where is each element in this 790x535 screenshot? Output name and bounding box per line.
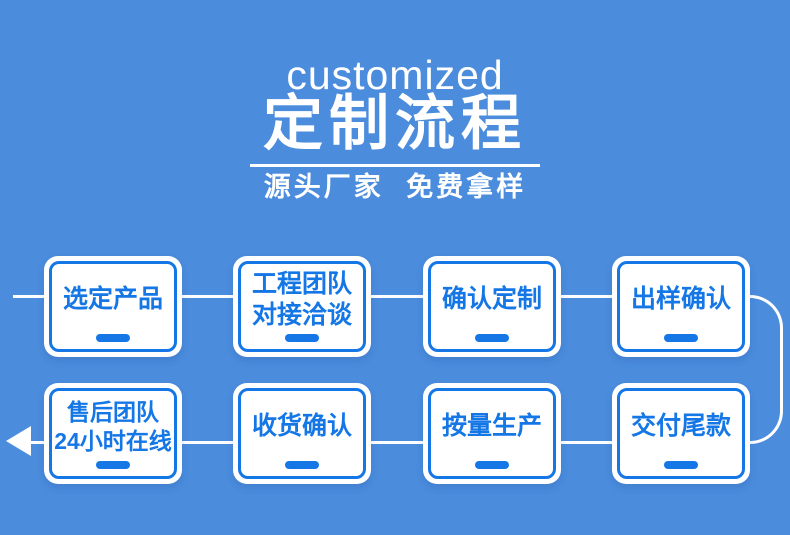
step-frame: 交付尾款: [617, 388, 745, 479]
step-box-production-by-quantity: 按量生产: [423, 383, 561, 484]
dash-icon: [664, 334, 698, 342]
step-box-final-payment: 交付尾款: [612, 383, 750, 484]
connector-curve: [750, 295, 783, 444]
connector-line-end: [30, 441, 44, 444]
step-label: 选定产品: [62, 285, 163, 314]
step-box-after-sales-team: 售后团队 24小时在线: [44, 383, 182, 484]
step-frame: 选定产品: [49, 261, 177, 352]
step-box-sample-confirmation: 出样确认: [612, 256, 750, 357]
step-label: 按量生产: [441, 412, 542, 441]
title-divider: [250, 164, 540, 167]
subtitle: 源头厂家 免费拿样: [263, 172, 527, 202]
connector-line: [561, 295, 612, 298]
step-box-receipt-confirmation: 收货确认: [233, 383, 371, 484]
step-frame: 收货确认: [238, 388, 366, 479]
dash-icon: [285, 461, 319, 469]
dash-icon: [285, 334, 319, 342]
step-box-confirm-customization: 确认定制: [423, 256, 561, 357]
connector-line: [182, 441, 233, 444]
connector-line: [561, 441, 612, 444]
step-label: 出样确认: [630, 285, 731, 314]
step-label: 售后团队 24小时在线: [54, 399, 172, 454]
step-label: 确认定制: [441, 285, 542, 314]
dash-icon: [475, 461, 509, 469]
step-frame: 按量生产: [428, 388, 556, 479]
step-frame: 工程团队 对接洽谈: [238, 261, 366, 352]
title-english: customized: [286, 52, 504, 98]
connector-line-start: [13, 295, 44, 298]
dash-icon: [664, 461, 698, 469]
dash-icon: [96, 334, 130, 342]
step-frame: 确认定制: [428, 261, 556, 352]
connector-line: [371, 441, 423, 444]
arrow-left-icon: [6, 426, 31, 456]
step-box-select-product: 选定产品: [44, 256, 182, 357]
step-frame: 出样确认: [617, 261, 745, 352]
step-label: 收货确认: [251, 412, 352, 441]
connector-line: [371, 295, 423, 298]
dash-icon: [96, 461, 130, 469]
step-box-engineering-team: 工程团队 对接洽谈: [233, 256, 371, 357]
step-label: 交付尾款: [630, 412, 731, 441]
page-title: 定制流程: [263, 90, 527, 157]
connector-line: [182, 295, 233, 298]
step-frame: 售后团队 24小时在线: [49, 388, 177, 479]
step-label: 工程团队 对接洽谈: [251, 270, 352, 329]
dash-icon: [475, 334, 509, 342]
